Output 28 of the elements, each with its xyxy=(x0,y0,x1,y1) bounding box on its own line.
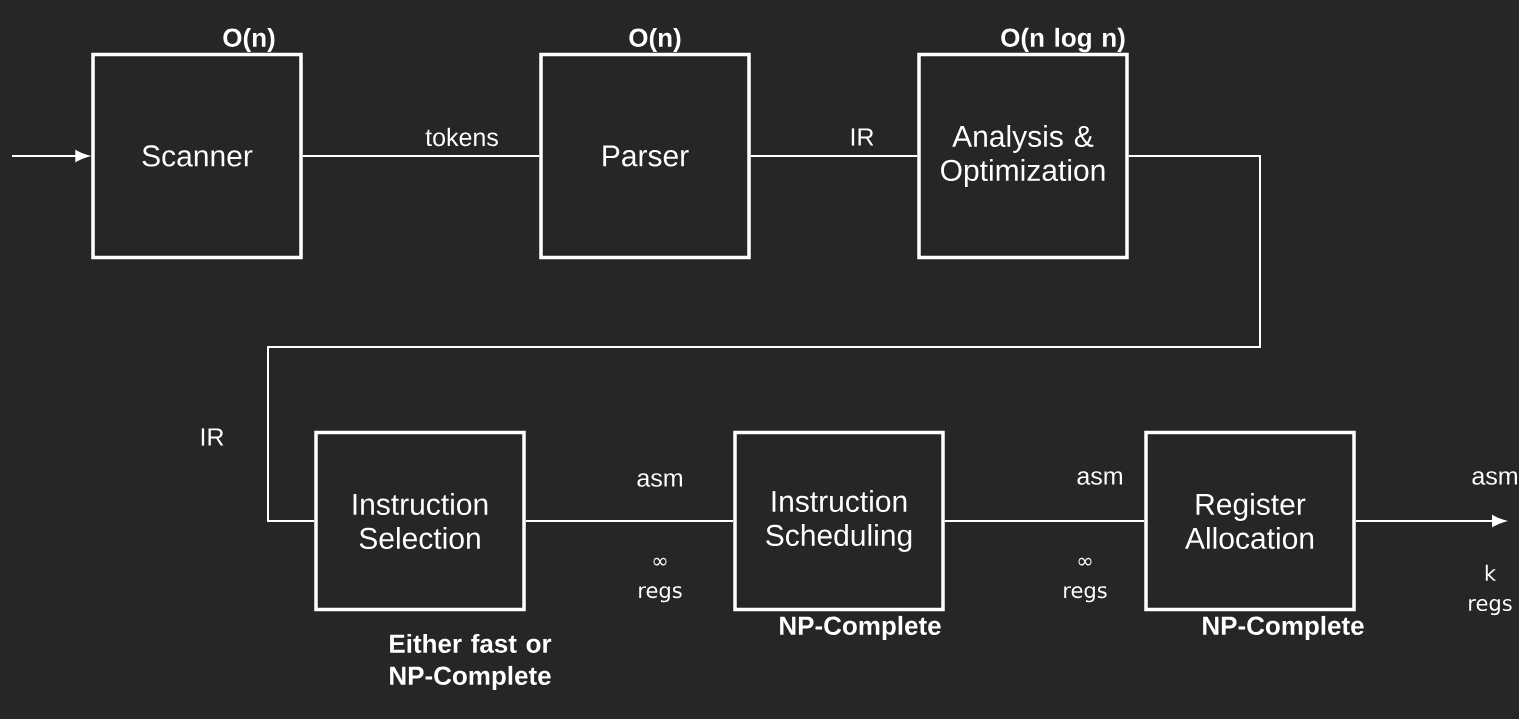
edge-label: asm xyxy=(1074,469,1126,487)
process-box: Scanner xyxy=(91,52,303,260)
complexity-label: O(n) xyxy=(223,27,275,53)
complexity-label: NP-Complete xyxy=(1203,615,1364,641)
connector xyxy=(524,520,735,522)
process-box: Instruction Selection xyxy=(314,430,526,612)
edge-label: IR xyxy=(197,426,227,448)
complexity-label: O(n log n) xyxy=(1001,27,1125,53)
connector xyxy=(943,520,1146,522)
complexity-label: NP-Complete xyxy=(780,615,941,641)
edge-label: asm xyxy=(634,471,686,489)
process-box: Register Allocation xyxy=(1144,430,1356,612)
process-box: Analysis & Optimization xyxy=(917,52,1129,260)
edge-label: IR xyxy=(847,126,877,148)
connector xyxy=(267,155,1261,522)
complexity-label: Either fast or NP-Complete xyxy=(390,633,552,691)
register-note: ∞ regs xyxy=(1064,557,1107,603)
connector xyxy=(11,150,89,162)
edge-label: tokens xyxy=(423,125,501,149)
connector xyxy=(1354,515,1506,527)
complexity-label: O(n) xyxy=(629,27,681,53)
process-box: Parser xyxy=(539,52,751,260)
process-box: Instruction Scheduling xyxy=(733,430,945,612)
register-note: ∞ regs xyxy=(639,557,682,603)
connector xyxy=(749,155,919,157)
edge-label: asm xyxy=(1469,469,1519,487)
connector xyxy=(301,155,541,157)
register-note: k regs xyxy=(1469,564,1512,616)
